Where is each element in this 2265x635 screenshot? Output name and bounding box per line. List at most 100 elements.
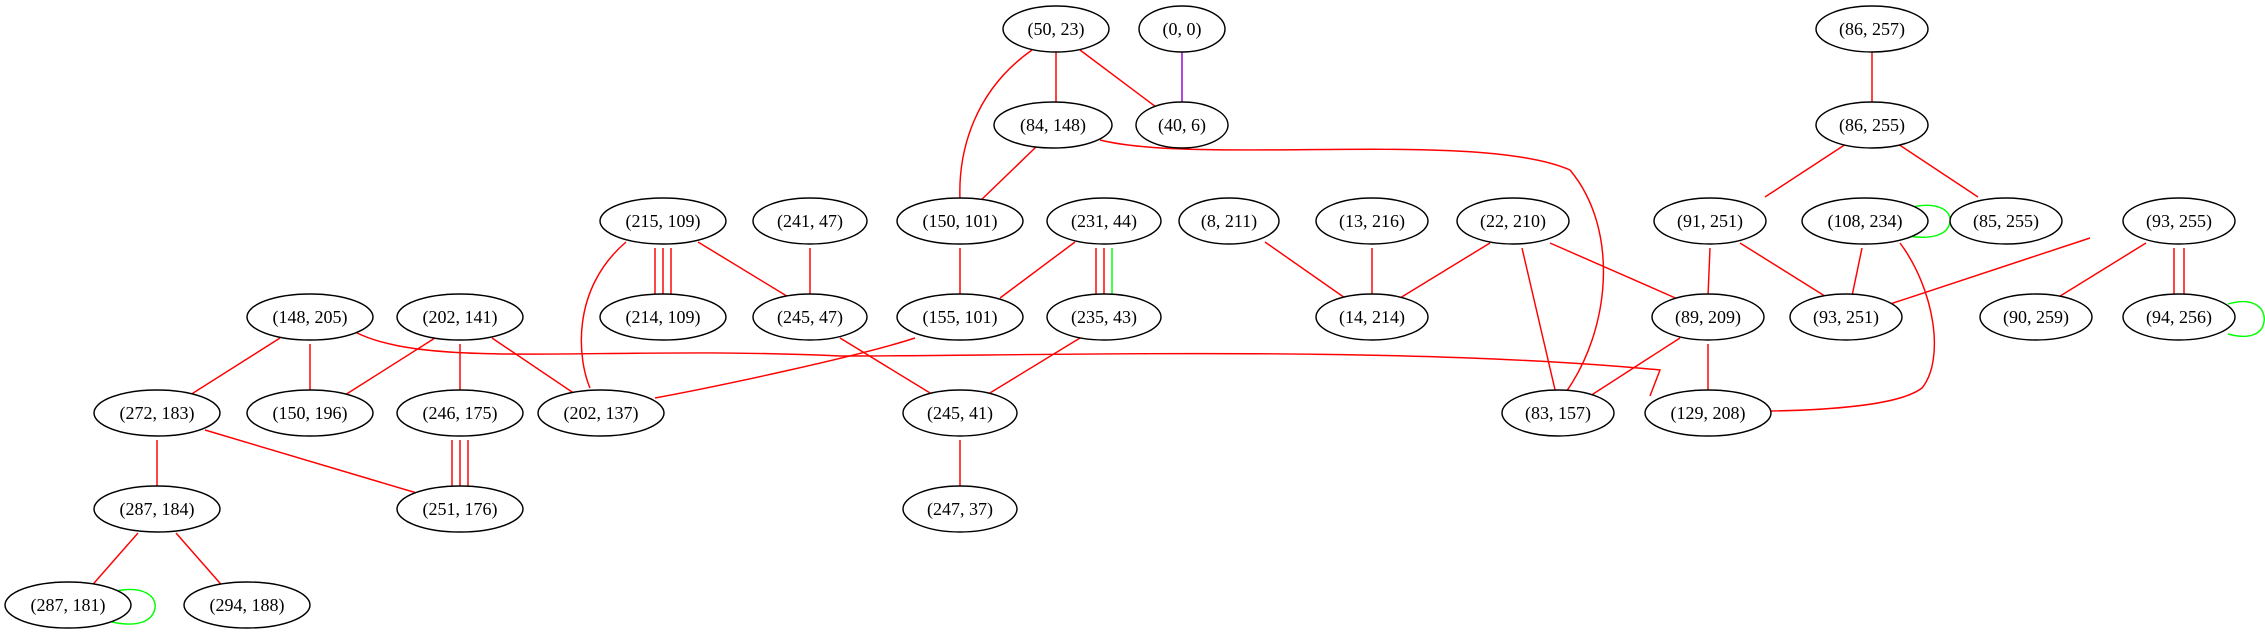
node-label: (294, 188) [210,595,285,616]
node-150_196[interactable]: (150, 196) [246,389,374,437]
node-label: (93, 255) [2146,211,2212,232]
node-label: (8, 211) [1201,211,1257,232]
node-label: (108, 234) [1828,211,1903,232]
selfloop-94_256 [2227,301,2265,338]
node-214_109[interactable]: (214, 109) [599,293,727,341]
edge-93_255-90_259 [2056,242,2147,299]
node-202_137[interactable]: (202, 137) [537,389,665,437]
node-251_176[interactable]: (251, 176) [396,485,524,533]
node-272_183[interactable]: (272, 183) [93,389,221,437]
node-label: (155, 101) [923,307,998,328]
node-label: (245, 47) [777,307,843,328]
node-0_0[interactable]: (0, 0) [1138,5,1226,53]
node-label: (0, 0) [1163,19,1202,40]
edge-148_205-272_183 [189,337,281,396]
node-label: (22, 210) [1480,211,1546,232]
node-label: (245, 41) [927,403,993,424]
node-86_255[interactable]: (86, 255) [1815,101,1929,149]
edge-148_205-129_208 [354,331,1662,397]
edge-215_109-245_47 [697,241,791,299]
node-label: (231, 44) [1071,211,1137,232]
node-294_188[interactable]: (294, 188) [183,581,311,629]
node-245_41[interactable]: (245, 41) [902,389,1018,437]
node-label: (85, 255) [1973,211,2039,232]
node-148_205[interactable]: (148, 205) [246,293,374,341]
node-14_214[interactable]: (14, 214) [1315,293,1429,341]
node-90_259[interactable]: (90, 259) [1979,293,2093,341]
edge-108_234-93_251 [1851,247,1863,297]
node-89_209[interactable]: (89, 209) [1651,293,1765,341]
edge-22_210-83_157 [1521,247,1557,395]
nodes: (50, 23) (0, 0) (86, 257) (84, 148) (40,… [4,5,2236,629]
node-label: (50, 23) [1028,19,1085,40]
edge-84_148-83_157 [1099,139,1605,393]
node-label: (148, 205) [273,307,348,328]
node-287_184[interactable]: (287, 184) [93,485,221,533]
edge-22_210-89_209 [1549,242,1681,301]
node-label: (14, 214) [1339,307,1405,328]
edge-91_251-89_209 [1707,247,1711,297]
edge-108_234-129_208 [1769,242,1936,412]
edge-287_184-294_188 [175,532,227,591]
node-93_255[interactable]: (93, 255) [2122,197,2236,245]
node-label: (202, 141) [423,307,498,328]
node-215_109[interactable]: (215, 109) [599,197,727,245]
node-label: (272, 183) [120,403,195,424]
node-150_101[interactable]: (150, 101) [896,197,1024,245]
node-label: (150, 196) [273,403,348,424]
node-247_37[interactable]: (247, 37) [902,485,1018,533]
node-label: (247, 37) [927,499,993,520]
node-287_181[interactable]: (287, 181) [4,581,132,629]
node-50_23[interactable]: (50, 23) [1002,5,1110,53]
node-40_6[interactable]: (40, 6) [1135,101,1229,149]
node-241_47[interactable]: (241, 47) [752,197,868,245]
node-label: (86, 257) [1839,19,1905,40]
edge-235_43-245_41 [984,337,1081,397]
node-94_256[interactable]: (94, 256) [2122,293,2236,341]
edge-91_251-93_251 [1739,242,1829,299]
node-label: (40, 6) [1158,115,1206,136]
node-label: (129, 208) [1671,403,1746,424]
node-129_208[interactable]: (129, 208) [1644,389,1772,437]
edge-50_23-150_101 [959,49,1033,201]
node-13_216[interactable]: (13, 216) [1315,197,1429,245]
node-label: (241, 47) [777,211,843,232]
node-93_251[interactable]: (93, 251) [1789,293,1903,341]
node-84_148[interactable]: (84, 148) [993,101,1113,149]
node-label: (86, 255) [1839,115,1905,136]
edge-89_209-83_157 [1589,337,1681,397]
node-label: (287, 184) [120,499,195,520]
node-245_47[interactable]: (245, 47) [752,293,868,341]
node-8_211[interactable]: (8, 211) [1178,197,1280,245]
node-label: (235, 43) [1071,307,1137,328]
node-86_257[interactable]: (86, 257) [1815,5,1929,53]
node-label: (84, 148) [1020,115,1086,136]
node-108_234[interactable]: (108, 234) [1801,197,1929,245]
edge-8_211-14_214 [1264,241,1346,299]
edge-84_148-150_101 [977,146,1037,204]
node-202_141[interactable]: (202, 141) [396,293,524,341]
node-22_210[interactable]: (22, 210) [1456,197,1570,245]
node-label: (93, 251) [1813,307,1879,328]
node-label: (150, 101) [923,211,998,232]
node-label: (89, 209) [1675,307,1741,328]
node-235_43[interactable]: (235, 43) [1046,293,1162,341]
node-label: (202, 137) [564,403,639,424]
node-label: (94, 256) [2146,307,2212,328]
edge-231_44-155_101 [999,241,1076,299]
node-155_101[interactable]: (155, 101) [896,293,1024,341]
node-83_157[interactable]: (83, 157) [1501,389,1615,437]
edge-287_184-287_181 [87,532,139,591]
node-91_251[interactable]: (91, 251) [1653,197,1767,245]
edge-86_255-85_255 [1897,143,1979,198]
edge-22_210-14_214 [1399,242,1491,299]
edges [87,49,2265,625]
edge-50_23-40_6 [1079,49,1161,111]
node-85_255[interactable]: (85, 255) [1949,197,2063,245]
node-246_175[interactable]: (246, 175) [396,389,524,437]
edge-272_183-251_176 [204,429,421,495]
node-231_44[interactable]: (231, 44) [1046,197,1162,245]
edge-93_255-93_251 [1877,237,2091,309]
node-label: (287, 181) [31,595,106,616]
edge-245_47-245_41 [839,337,936,397]
